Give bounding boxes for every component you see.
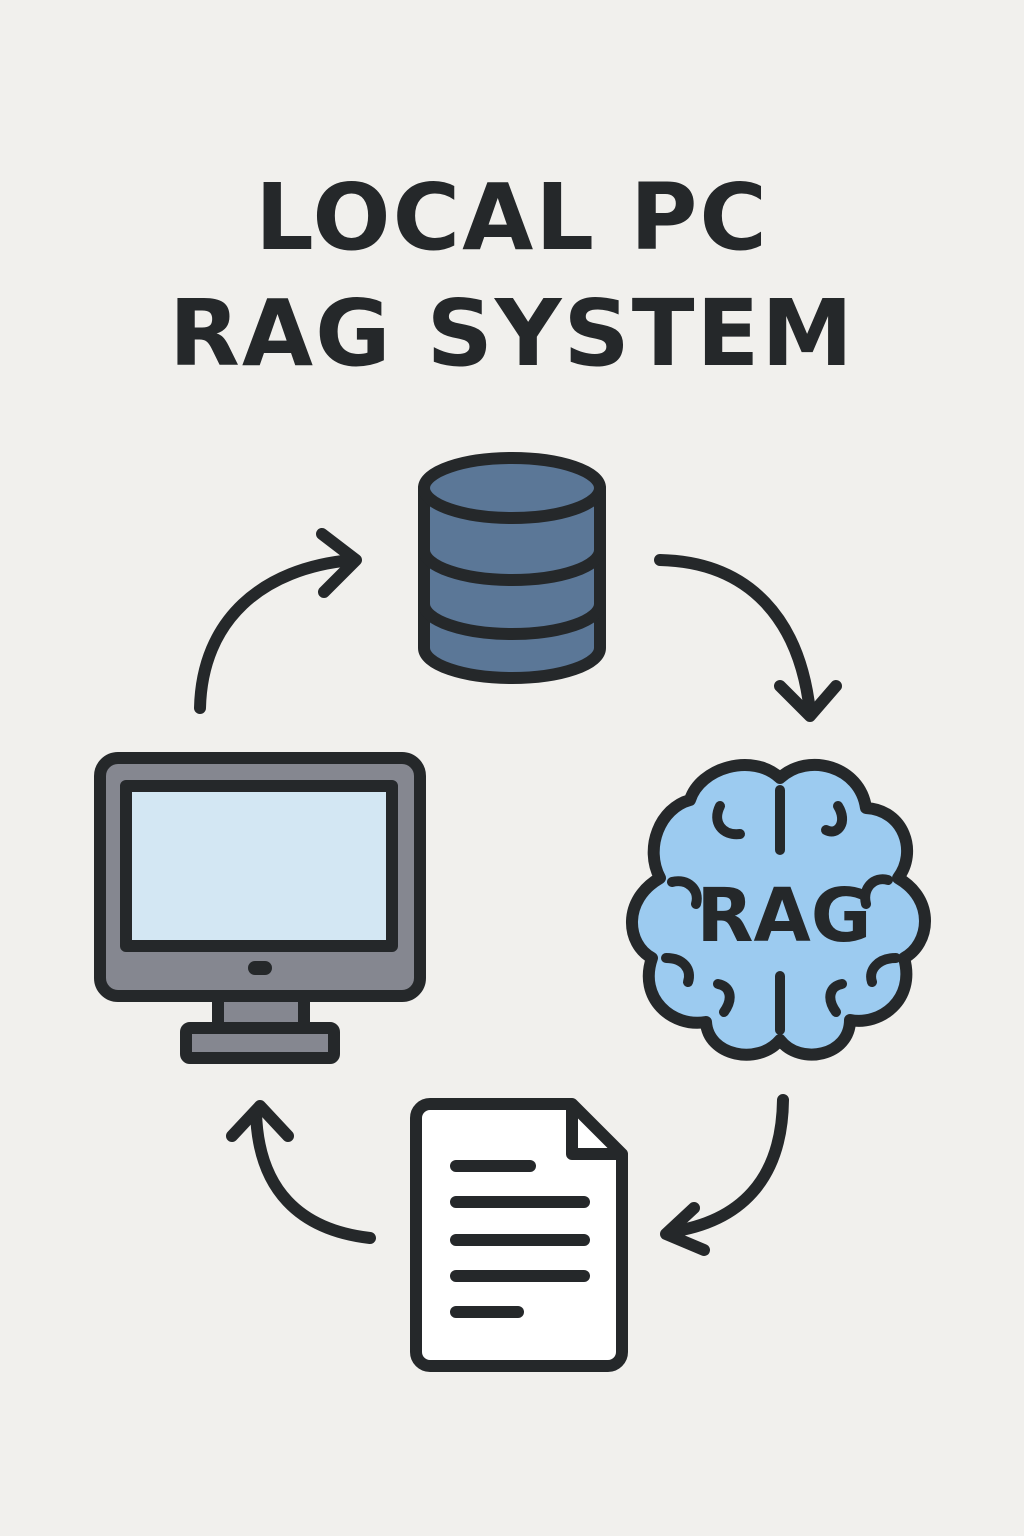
arrow-document-to-computer <box>226 1100 376 1244</box>
arrow-database-to-rag <box>654 554 842 722</box>
database-icon <box>418 452 606 684</box>
brain-icon: RAG <box>626 758 931 1061</box>
power-button-icon <box>248 961 272 975</box>
arrow-rag-to-document <box>660 1094 789 1256</box>
title-line-2: RAG SYSTEM <box>169 280 855 387</box>
arrow-computer-to-database <box>194 528 362 714</box>
title-line-1: LOCAL PC <box>255 164 769 271</box>
monitor-icon <box>94 752 426 1064</box>
page-title: LOCAL PC RAG SYSTEM <box>0 160 1024 392</box>
document-icon <box>410 1098 628 1372</box>
rag-label: RAG <box>697 873 872 959</box>
